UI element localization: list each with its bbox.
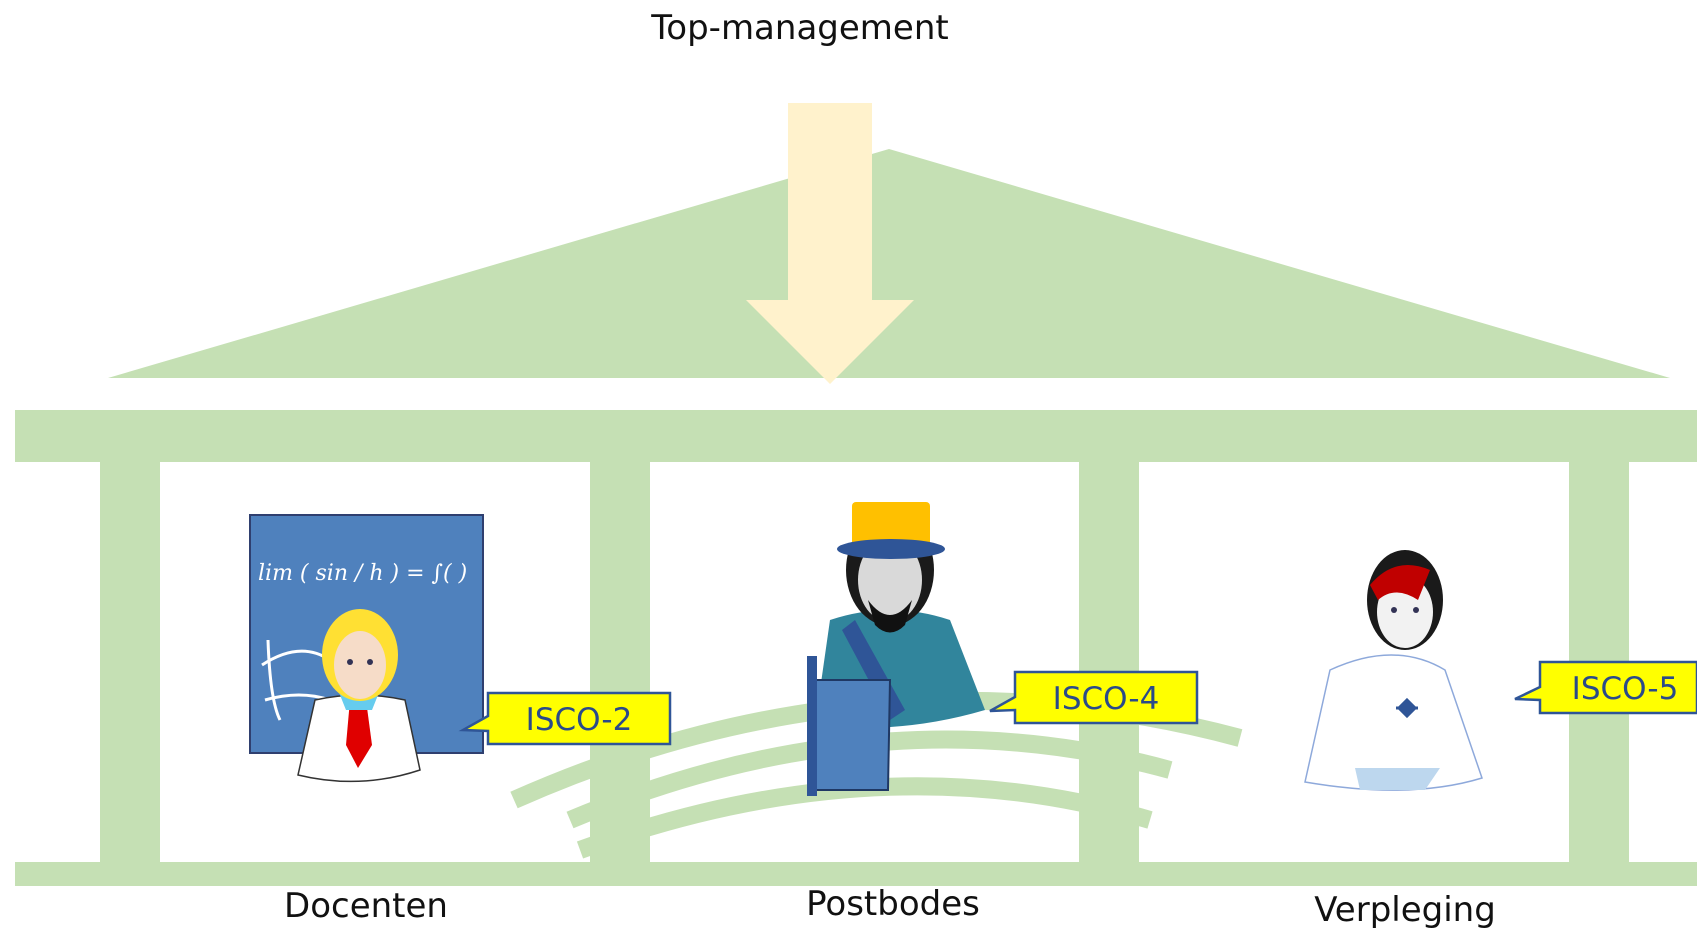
pillar-1: [100, 462, 160, 862]
isco-5-badge: ISCO-5: [1514, 660, 1697, 715]
postman-illustration: [807, 502, 985, 796]
diagram-title: Top-management: [651, 8, 949, 48]
blackboard-formula: lim ( sin / h ) = ∫( ): [258, 561, 467, 586]
teacher-illustration: lim ( sin / h ) = ∫( ): [249, 514, 484, 783]
roof-beam: [15, 410, 1697, 462]
pillar-2: [590, 462, 650, 862]
label-docenten: Docenten: [284, 886, 448, 926]
isco-4-label: ISCO-4: [1053, 681, 1160, 717]
isco-4-badge: ISCO-4: [989, 670, 1199, 725]
isco-5-label: ISCO-5: [1572, 671, 1679, 707]
pillar-3: [1079, 462, 1139, 862]
isco-2-badge: ISCO-2: [458, 691, 672, 746]
isco-2-label: ISCO-2: [526, 702, 633, 738]
label-postbodes: Postbodes: [806, 884, 980, 924]
label-verpleging: Verpleging: [1314, 890, 1496, 930]
floor: [15, 862, 1697, 886]
roof: [108, 149, 1670, 378]
down-arrow-icon: [746, 103, 914, 384]
nurse-illustration: [1304, 550, 1483, 791]
